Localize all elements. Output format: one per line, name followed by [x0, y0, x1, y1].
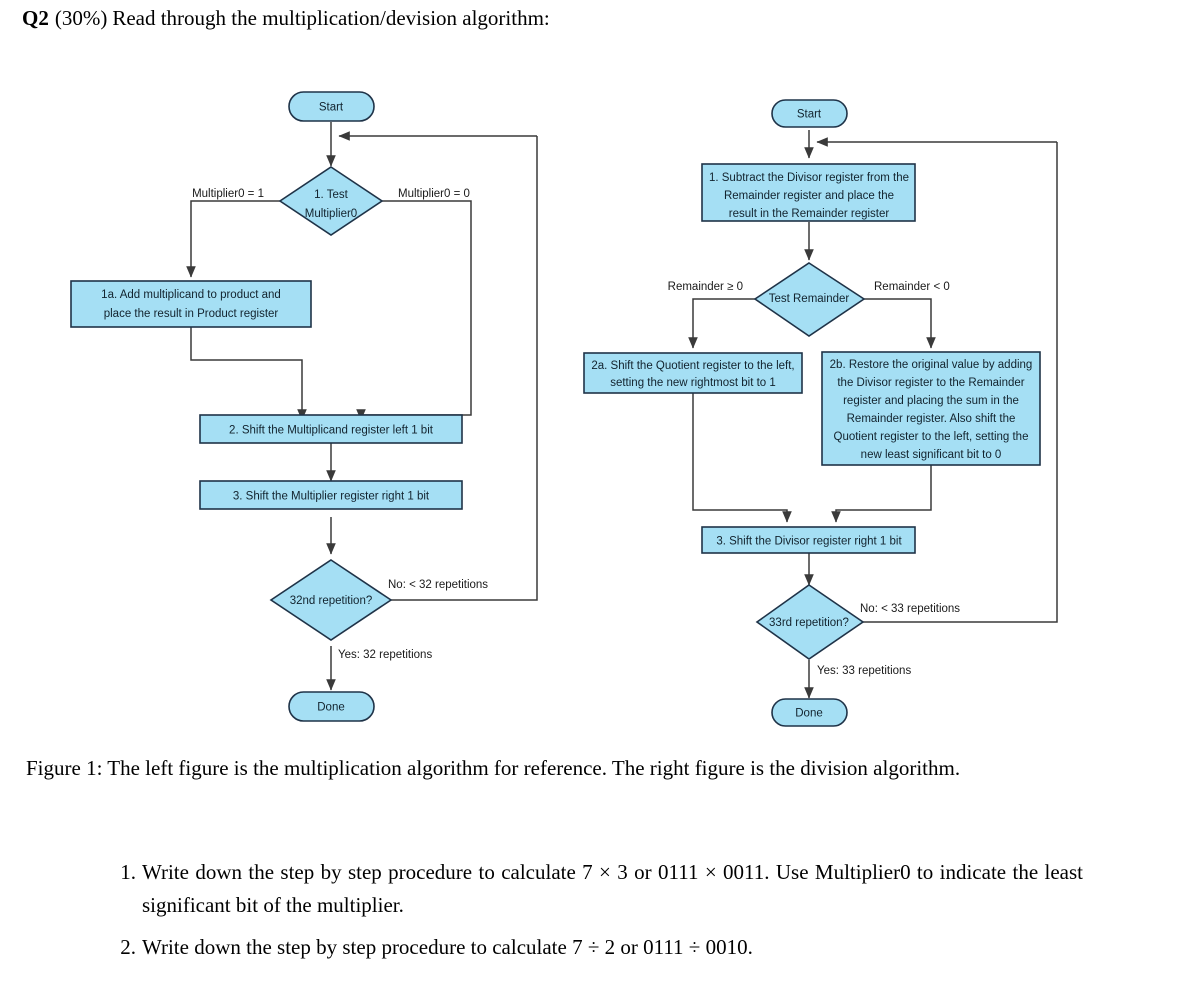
left-edge-label-no: No: < 32 repetitions [388, 579, 488, 591]
right-step1-line3: result in the Remainder register [729, 208, 890, 220]
question-label: Q2 [22, 6, 49, 30]
right-step3-label: 3. Shift the Divisor register right 1 bi… [716, 536, 902, 548]
edge-2a-to-step3 [692, 393, 792, 523]
question-text: Read through the multiplication/devision… [112, 6, 550, 30]
right-step2b-line3: register and placing the sum in the [843, 395, 1019, 407]
left-edge-label-multiplier0-1: Multiplier0 = 1 [192, 188, 264, 200]
right-edge-label-remainder-lt0: Remainder < 0 [874, 281, 950, 293]
left-test-line2: Multiplier0 [305, 208, 357, 220]
left-repetition-diamond: 32nd repetition? [269, 559, 393, 641]
right-step2b-box: 2b. Restore the original value by adding… [821, 351, 1041, 466]
right-step1-line1: 1. Subtract the Divisor register from th… [709, 172, 909, 184]
right-start-node: Start [771, 99, 848, 128]
right-step2b-line1: 2b. Restore the original value by adding [830, 359, 1033, 371]
left-edge-label-multiplier0-0: Multiplier0 = 0 [398, 188, 470, 200]
left-step1a-line2: place the result in Product register [104, 308, 279, 320]
left-repetition-label: 32nd repetition? [290, 595, 372, 607]
left-step1a-box: 1a. Add multiplicand to product and plac… [70, 280, 312, 328]
edge-2b-to-step3 [831, 465, 932, 523]
edge-test-left-right [688, 298, 756, 349]
right-step1-box: 1. Subtract the Divisor register from th… [701, 163, 916, 222]
right-start-label: Start [797, 109, 822, 121]
edge-1a-to-step2 [190, 327, 307, 421]
left-done-label: Done [317, 702, 345, 714]
left-test-diamond: 1. Test Multiplier0 [278, 166, 384, 236]
right-edge-label-no: No: < 33 repetitions [860, 603, 960, 615]
left-edge-label-yes: Yes: 32 repetitions [338, 649, 432, 661]
question-heading: Q2(30%)Read through the multiplication/d… [22, 6, 550, 31]
task-list: 1. Write down the step by step procedure… [108, 856, 1083, 973]
left-test-line1: 1. Test [314, 189, 348, 201]
edge-test-left [186, 200, 281, 278]
task-2-text: Write down the step by step procedure to… [142, 935, 753, 959]
question-percent: (30%) [54, 6, 108, 30]
right-flowchart: Start 1. Subtract the Divisor register f… [583, 99, 1058, 727]
left-done-node: Done [288, 691, 375, 722]
right-connectors [688, 130, 1058, 699]
right-step2b-line5: Quotient register to the left, setting t… [834, 431, 1029, 443]
figure-caption: Figure 1: The left figure is the multipl… [26, 756, 961, 780]
right-done-label: Done [795, 708, 823, 720]
edge-repetition-no [390, 136, 538, 601]
task-2-number: 2. [120, 935, 136, 959]
right-step2a-line2: setting the new rightmost bit to 1 [610, 377, 776, 389]
left-step3-label: 3. Shift the Multiplier register right 1… [233, 491, 430, 503]
right-step2b-line2: the Divisor register to the Remainder [837, 377, 1024, 389]
edge-test-right-right [863, 298, 936, 349]
task-1-number: 1. [120, 860, 136, 884]
right-done-node: Done [771, 698, 848, 727]
right-test-diamond: Test Remainder [753, 262, 866, 337]
left-start-node: Start [288, 91, 375, 122]
right-step3-box: 3. Shift the Divisor register right 1 bi… [701, 526, 916, 554]
left-step2-label: 2. Shift the Multiplicand register left … [229, 425, 434, 437]
right-step2b-line4: Remainder register. Also shift the [847, 413, 1016, 425]
right-repetition-diamond: 33rd repetition? [755, 584, 865, 660]
right-step2a-line1: 2a. Shift the Quotient register to the l… [591, 360, 794, 372]
edge-test-right [356, 200, 472, 421]
left-start-label: Start [319, 102, 344, 114]
right-step2a-box: 2a. Shift the Quotient register to the l… [583, 352, 803, 394]
right-edge-label-yes: Yes: 33 repetitions [817, 665, 911, 677]
left-step1a-line1: 1a. Add multiplicand to product and [101, 289, 281, 301]
edge-repetition-no-right [862, 142, 1058, 623]
figure-1: Start 1. Test Multiplier0 Multiplier0 = … [0, 70, 1190, 740]
task-item-2: 2. Write down the step by step procedure… [108, 931, 1083, 964]
left-step2-box: 2. Shift the Multiplicand register left … [199, 414, 463, 444]
task-1-text: Write down the step by step procedure to… [142, 860, 1083, 917]
right-test-label: Test Remainder [769, 293, 850, 305]
right-repetition-label: 33rd repetition? [769, 617, 849, 629]
left-step3-box: 3. Shift the Multiplier register right 1… [199, 480, 463, 510]
right-step1-line2: Remainder register and place the [724, 190, 894, 202]
right-edge-label-remainder-ge0: Remainder ≥ 0 [668, 281, 743, 293]
left-flowchart: Start 1. Test Multiplier0 Multiplier0 = … [70, 91, 538, 722]
task-item-1: 1. Write down the step by step procedure… [108, 856, 1083, 922]
right-step2b-line6: new least significant bit to 0 [861, 449, 1002, 461]
